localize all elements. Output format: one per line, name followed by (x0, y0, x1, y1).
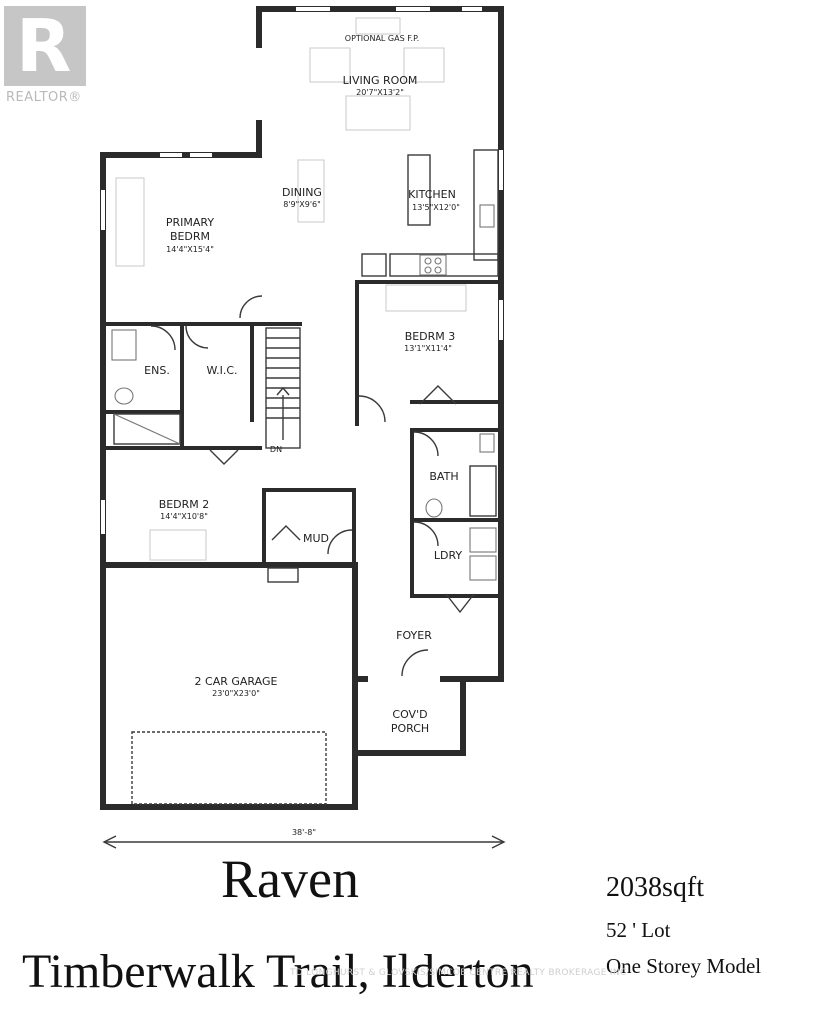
stair-down-label: DN (270, 445, 282, 454)
bedroom-3-label: BEDRM 3 (405, 330, 456, 343)
staircase (265, 327, 301, 449)
brokerage-watermark: TD LONGHURST & GLOVSKIS/SIMCOE CENTRE RE… (290, 968, 627, 978)
bedroom-2-label: BEDRM 2 (159, 498, 210, 511)
primary-bedroom-size: 14'4"X15'4" (166, 245, 214, 254)
bath-fixtures (111, 329, 497, 581)
primary-bedroom-label-2: BEDRM (170, 230, 210, 243)
primary-bedroom-label-1: PRIMARY (166, 216, 214, 229)
bath-label: BATH (429, 470, 458, 483)
mud-label: MUD (303, 532, 329, 545)
ensuite-label: ENS. (144, 364, 170, 377)
room-labels: OPTIONAL GAS F.P. LIVING ROOM 20'7"X13'2… (144, 34, 462, 837)
optional-fireplace-label: OPTIONAL GAS F.P. (345, 34, 419, 43)
width-dimension-label: 38'-8" (292, 828, 316, 837)
kitchen-size: 13'5"X12'0" (412, 203, 460, 212)
foyer-label: FOYER (396, 629, 432, 642)
porch-label-2: PORCH (391, 722, 429, 735)
furniture (115, 17, 467, 805)
bedroom-2-size: 14'4"X10'8" (160, 512, 208, 521)
wic-label: W.I.C. (206, 364, 237, 377)
model-type: One Storey Model (606, 954, 762, 978)
porch-label-1: COV'D (392, 708, 427, 721)
dining-size: 8'9"X9'6" (283, 200, 321, 209)
dining-label: DINING (282, 186, 322, 199)
width-dimension-line (102, 835, 506, 849)
interior-walls (106, 280, 500, 598)
kitchen-fixtures (361, 149, 499, 277)
exterior-walls (100, 6, 504, 810)
model-name: Raven (221, 849, 359, 909)
square-footage: 2038sqft (606, 872, 704, 903)
realtor-mark-icon: R (4, 6, 86, 86)
realtor-wordmark: REALTOR® (6, 90, 82, 105)
bedroom-3-size: 13'1"X11'4" (404, 344, 452, 353)
garage-size: 23'0"X23'0" (212, 689, 260, 698)
doors (150, 295, 475, 677)
lot-size: 52 ' Lot (606, 918, 671, 942)
living-room-size: 20'7"X13'2" (356, 88, 404, 97)
living-room-label: LIVING ROOM (343, 74, 418, 87)
kitchen-label: KITCHEN (408, 188, 456, 201)
location-title: Timberwalk Trail, Ilderton (22, 945, 534, 998)
realtor-logo: R REALTOR® (0, 0, 96, 110)
garage-label: 2 CAR GARAGE (195, 675, 278, 688)
laundry-label: LDRY (434, 549, 463, 562)
